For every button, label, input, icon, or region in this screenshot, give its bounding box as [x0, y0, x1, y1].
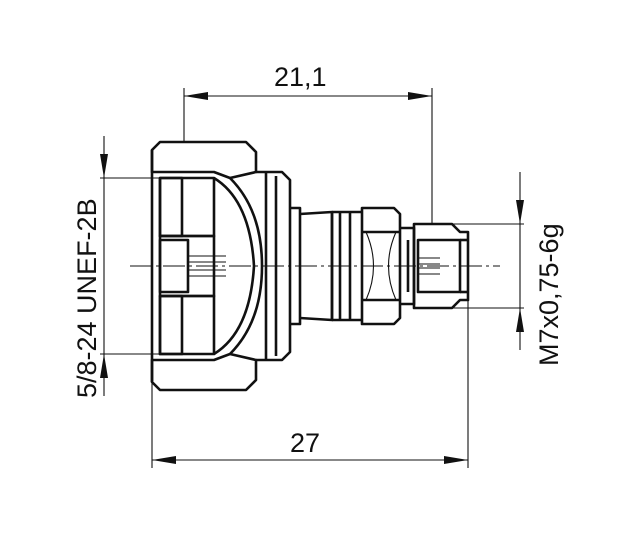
coupling-nut	[150, 140, 264, 392]
body-tube	[290, 206, 362, 326]
dimension-large-thread	[100, 136, 160, 396]
hex-nut	[360, 206, 402, 326]
partial-length-label: 21,1	[274, 62, 327, 92]
overall-length-label: 27	[290, 428, 320, 458]
dimension-small-thread	[450, 172, 524, 350]
dimension-partial-length	[183, 88, 433, 224]
large-thread-label: 5/8-24 UNEF-2B	[72, 198, 102, 398]
flange	[256, 170, 292, 362]
small-thread-label: M7x0,75-6g	[534, 223, 564, 366]
dimension-overall-length	[151, 300, 469, 468]
